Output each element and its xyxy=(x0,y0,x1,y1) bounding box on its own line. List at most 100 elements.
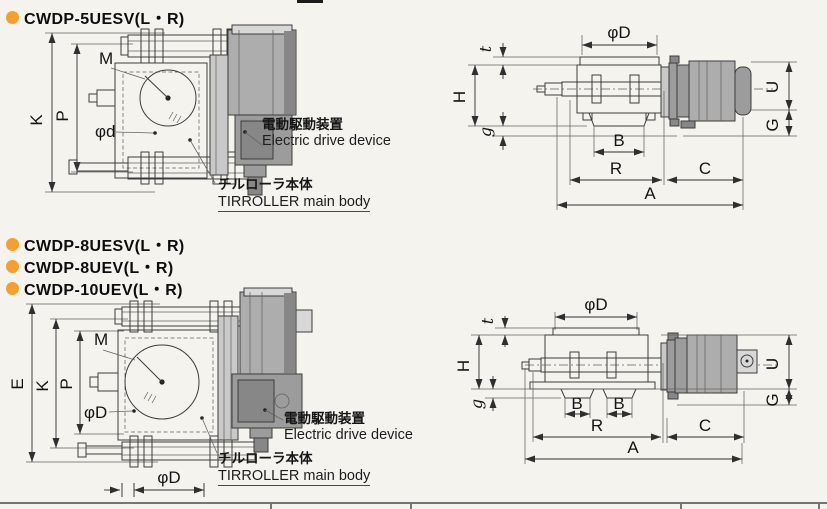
dim-label-P: P xyxy=(57,378,76,389)
dim-label-B: B xyxy=(571,394,582,413)
dim-label-g: g xyxy=(476,127,495,137)
callout-electric-drive-en: Electric drive device xyxy=(262,132,391,149)
model-title-text: CWDP-10UEV(L・R) xyxy=(24,282,183,299)
dim-label-phi-D: φD xyxy=(584,295,607,314)
dim-label-phi-D: φD xyxy=(607,23,630,42)
dimension-A: A xyxy=(524,368,743,464)
dimension-P: P xyxy=(57,330,124,435)
callout-electric-drive-top: 電動駆動装置 Electric drive device xyxy=(262,117,391,149)
roller-body xyxy=(88,62,208,179)
table-column-divider xyxy=(270,504,272,509)
callout-main-body-top: チルローラ本体 TIRROLLER main body xyxy=(218,177,371,213)
dim-label-t: t xyxy=(476,45,495,52)
dimension-P: P xyxy=(53,43,133,173)
side-view-cwdp-8-10: φD xyxy=(454,295,797,464)
dimension-M: M xyxy=(99,49,146,80)
dimension-U: U xyxy=(751,61,797,111)
dimension-E: E xyxy=(8,303,160,463)
dimension-K: K xyxy=(33,318,134,449)
dimension-t-bottom xyxy=(104,483,123,497)
dim-label-A: A xyxy=(627,438,639,457)
dim-label-M: M xyxy=(99,49,113,68)
dim-label-phi-D: φD xyxy=(84,403,107,422)
callout-electric-drive-jp: 電動駆動装置 xyxy=(284,411,365,426)
dimension-R: R xyxy=(532,363,664,443)
electric-drive-unit xyxy=(217,287,313,453)
front-view-cwdp-5uesv: K P xyxy=(27,24,297,196)
dim-label-G: G xyxy=(763,393,782,406)
dimension-phi-D: φD xyxy=(581,23,658,55)
dimension-G: G xyxy=(677,389,797,407)
dim-label-B: B xyxy=(613,131,624,150)
dim-label-P: P xyxy=(53,110,72,121)
dim-label-R: R xyxy=(591,416,603,435)
dim-label-E: E xyxy=(8,378,27,389)
dim-label-H: H xyxy=(450,91,469,103)
table-column-divider xyxy=(410,504,412,509)
callout-electric-drive-jp: 電動駆動装置 xyxy=(262,117,343,132)
callout-leaders xyxy=(200,408,284,454)
dimension-phi-d: φd xyxy=(95,122,157,141)
callout-main-body-en: TIRROLLER main body xyxy=(218,468,371,487)
dim-label-B: B xyxy=(613,394,624,413)
orange-bullet-icon xyxy=(6,281,19,295)
table-column-divider xyxy=(680,504,682,509)
dim-label-g: g xyxy=(467,399,486,409)
electric-drive-unit-side xyxy=(660,55,752,129)
dim-label-C: C xyxy=(699,416,711,435)
front-view-cwdp-8-10: E K P xyxy=(8,287,313,497)
dim-label-phi-D: φD xyxy=(157,468,180,487)
dimension-H: H xyxy=(450,64,587,127)
model-title-text: CWDP-8UEV(L・R) xyxy=(24,260,174,277)
electric-drive-unit-side xyxy=(660,332,758,400)
dimension-g: g xyxy=(467,376,561,411)
dim-label-A: A xyxy=(644,184,656,203)
orange-bullet-icon xyxy=(6,237,19,251)
callout-main-body-bottom: チルローラ本体 TIRROLLER main body xyxy=(218,451,371,487)
table-column-divider xyxy=(818,504,820,509)
dimension-phi-D: φD xyxy=(554,295,638,330)
dim-label-K: K xyxy=(27,114,46,126)
callout-main-body-jp: チルローラ本体 xyxy=(218,451,313,466)
dim-label-phi-d: φd xyxy=(95,122,115,141)
callout-electric-drive-bottom: 電動駆動装置 Electric drive device xyxy=(284,411,413,443)
orange-bullet-icon xyxy=(6,10,19,24)
side-view-cwdp-5uesv: φD xyxy=(450,23,797,210)
dim-label-R: R xyxy=(610,159,622,178)
orange-bullet-icon xyxy=(6,259,19,273)
dim-label-K: K xyxy=(33,380,52,392)
callout-leaders xyxy=(188,130,264,184)
dimension-t: t xyxy=(478,316,553,347)
dim-label-C: C xyxy=(699,159,711,178)
dimension-U: U xyxy=(661,334,797,389)
dimension-C: C xyxy=(667,117,744,210)
dimension-K: K xyxy=(27,32,165,193)
electric-drive-unit xyxy=(209,24,297,196)
dimension-R: R xyxy=(569,91,665,185)
dimension-M: M xyxy=(94,330,136,361)
dim-label-M: M xyxy=(94,330,108,349)
model-title-cwdp-8uesv: CWDP-8UESV(L・R) xyxy=(6,232,185,256)
callout-main-body-jp: チルローラ本体 xyxy=(218,177,313,192)
callout-main-body-en: TIRROLLER main body xyxy=(218,194,371,213)
dim-label-H: H xyxy=(454,360,473,372)
dimension-B: B xyxy=(593,126,645,157)
dim-label-t: t xyxy=(478,317,497,324)
dimension-B-right: B xyxy=(606,394,633,418)
model-title-cwdp-10uev: CWDP-10UEV(L・R) xyxy=(6,276,183,300)
dimension-t: t xyxy=(476,43,580,79)
model-title-cwdp-8uev: CWDP-8UEV(L・R) xyxy=(6,254,174,278)
model-title-text: CWDP-5UESV(L・R) xyxy=(24,11,185,28)
model-title-cwdp-5uesv: CWDP-5UESV(L・R) xyxy=(6,5,185,29)
dimension-B-left: B xyxy=(564,394,591,418)
dimension-A: A xyxy=(556,97,743,210)
dimension-G: G xyxy=(683,110,797,137)
dim-label-U: U xyxy=(763,81,782,93)
dimension-C: C xyxy=(666,391,745,443)
dimension-phi-D-bottom: φD xyxy=(133,468,205,497)
top-edge-artifact xyxy=(297,0,323,3)
model-title-text: CWDP-8UESV(L・R) xyxy=(24,238,185,255)
dim-label-G: G xyxy=(763,118,782,131)
dim-label-U: U xyxy=(763,358,782,370)
